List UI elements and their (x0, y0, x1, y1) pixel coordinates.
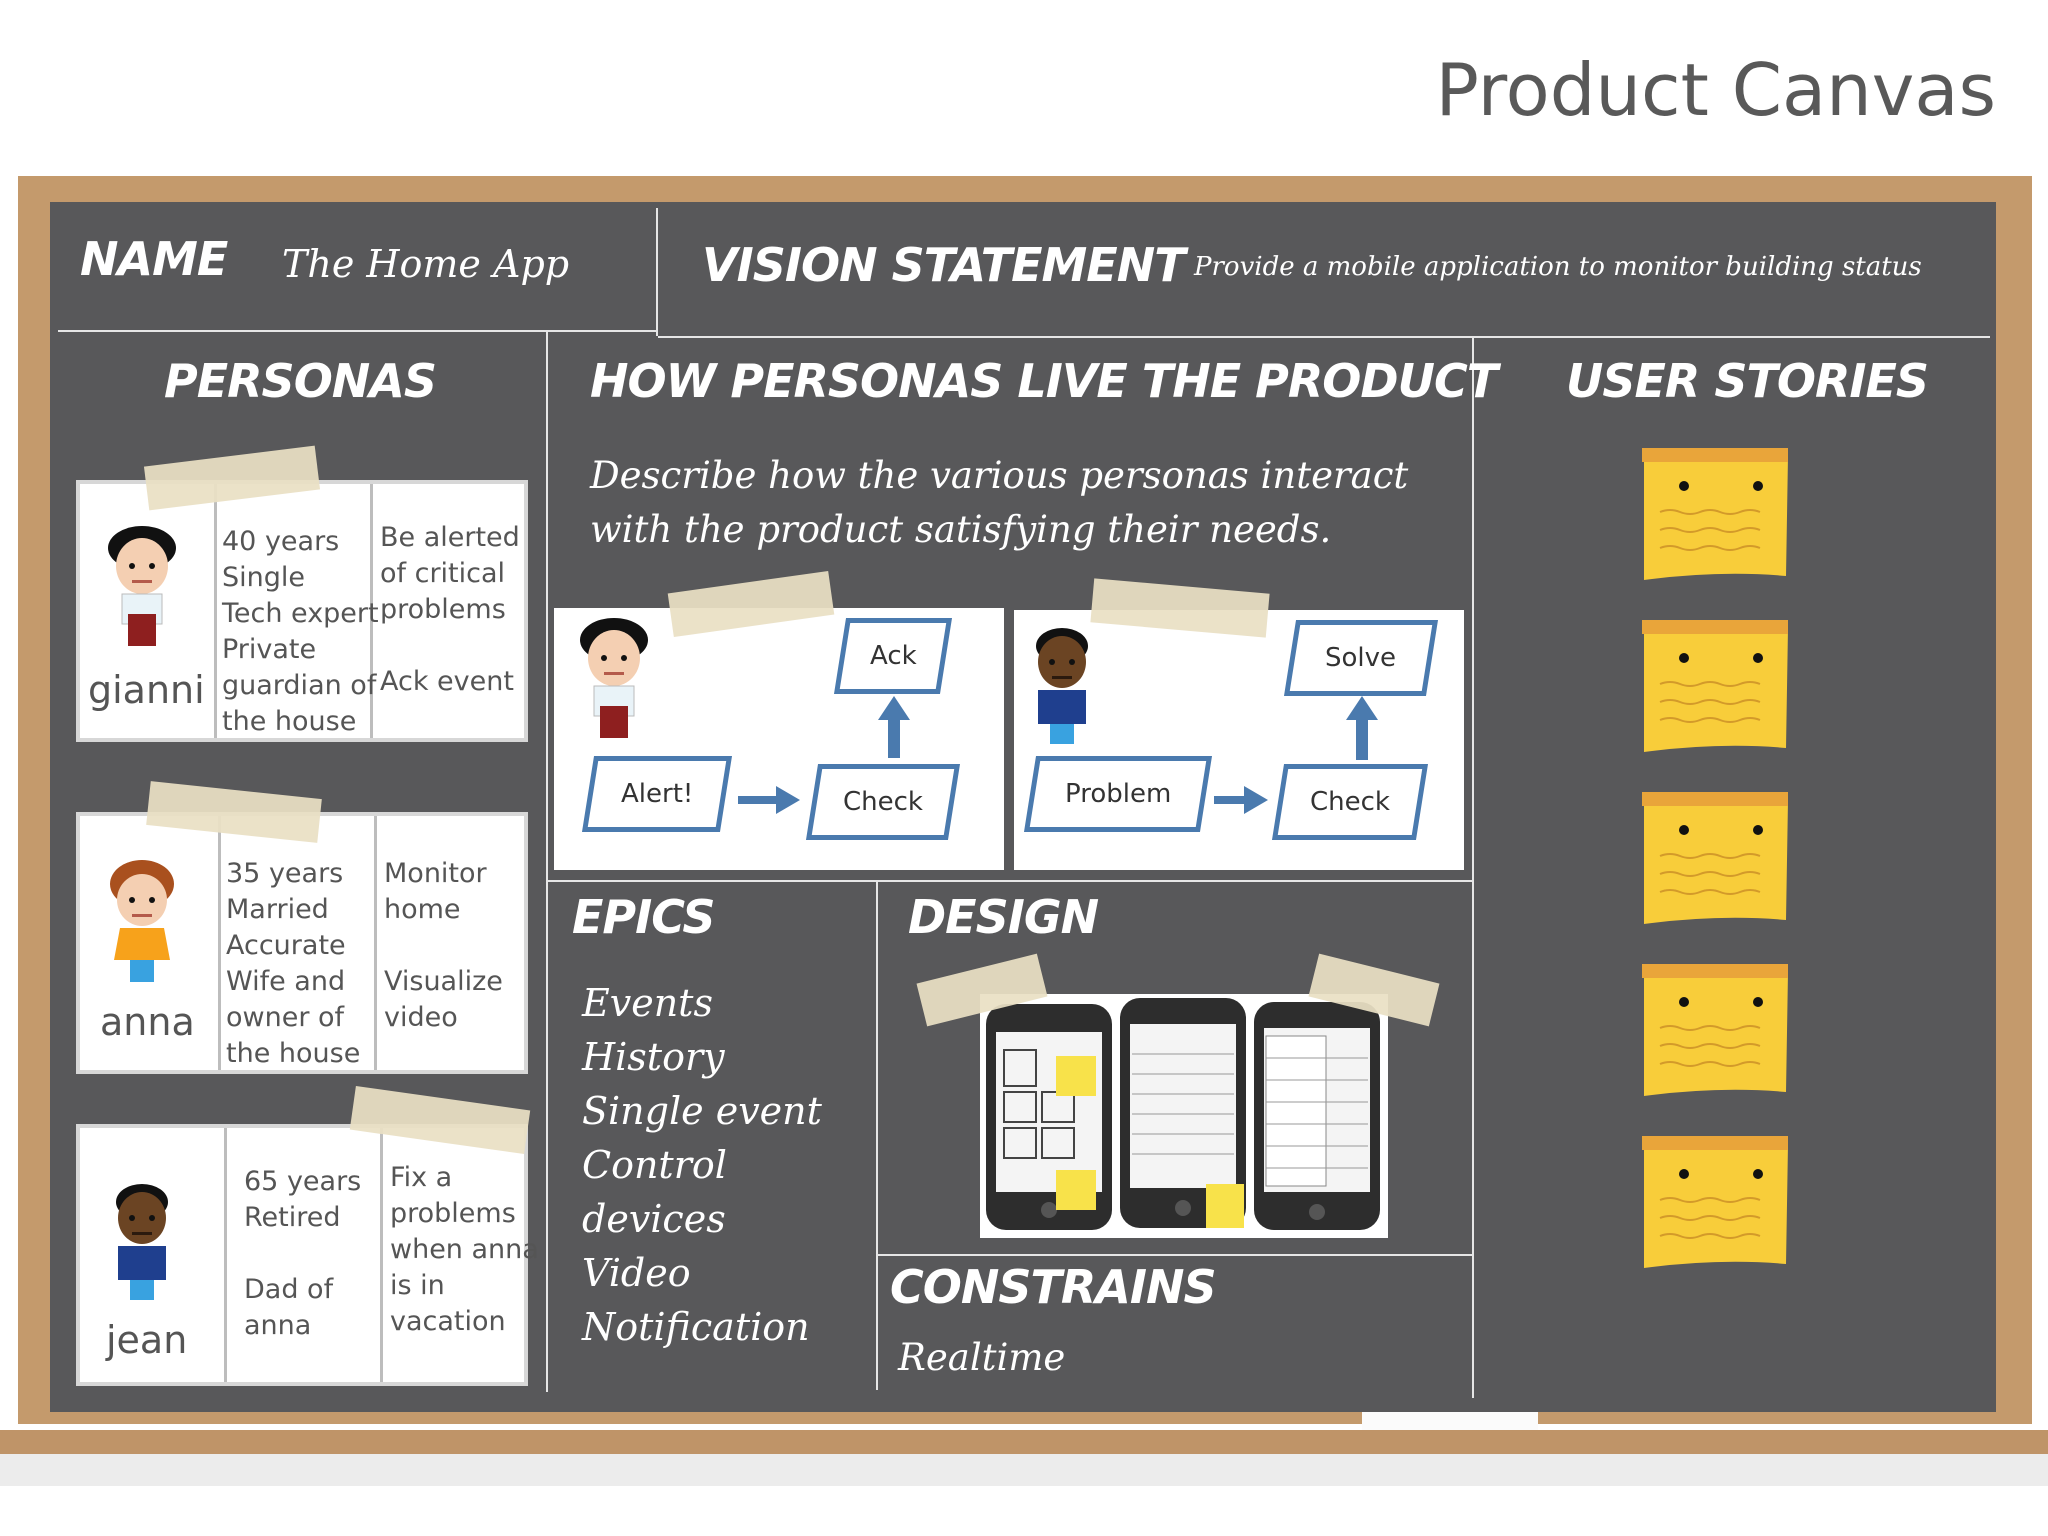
persona-avatar-gianni (108, 526, 176, 646)
divider-epics-design (876, 882, 878, 1390)
epic-item: Events (582, 981, 713, 1025)
divider-header-right (658, 336, 1990, 338)
page-title: Product Canvas (1435, 48, 1996, 132)
user-story-sticky-note (1640, 448, 1790, 582)
persona-details-gianni: 40 years Single Tech expert Private guar… (222, 526, 379, 737)
chalkboard: NAME The Home App VISION STATEMENT Provi… (50, 202, 1996, 1412)
persona-card-anna: anna 35 years Married Accurate Wife and … (76, 812, 528, 1074)
design-mockup-image (980, 994, 1388, 1238)
persona-column-divider (224, 1128, 227, 1382)
flow-avatar-gianni (580, 618, 648, 738)
flow-arrows (738, 696, 910, 814)
vision-value: Provide a mobile application to monitor … (1194, 252, 1922, 282)
ledge-shadow (0, 1454, 2048, 1486)
how-description-line-1: Describe how the various personas intera… (590, 454, 1409, 497)
epic-item: History (582, 1035, 725, 1079)
epic-item: Video (582, 1251, 691, 1295)
divider-header-left (58, 330, 658, 332)
user-story-sticky-note (1640, 1136, 1790, 1270)
flow-diagram-gianni: Alert! Check Ack (554, 608, 1004, 870)
name-label: NAME (80, 232, 228, 286)
divider-stories (1472, 336, 1474, 1398)
epics-list: Events History Single event Control devi… (582, 976, 822, 1354)
persona-needs-anna: Monitor home Visualize video (384, 858, 503, 1033)
epic-item: Notification (582, 1305, 810, 1349)
persona-name-jean: jean (106, 1318, 188, 1362)
divider-personas (546, 332, 548, 1392)
persona-card-gianni: gianni 40 years Single Tech expert Priva… (76, 480, 528, 742)
persona-column-divider (218, 816, 221, 1070)
constrains-value: Realtime (898, 1336, 1066, 1379)
persona-name-gianni: gianni (88, 668, 205, 712)
persona-needs-jean: Fix a problems when anna is in vacation (390, 1162, 539, 1337)
epic-item: Single event (582, 1089, 822, 1133)
persona-details-anna: 35 years Married Accurate Wife and owner… (226, 858, 361, 1069)
persona-column-divider (380, 1128, 383, 1382)
personas-heading: PERSONAS (164, 354, 437, 408)
persona-name-anna: anna (100, 1000, 195, 1044)
flow-arrows (1214, 696, 1378, 814)
divider-design-constrains (876, 1254, 1472, 1256)
user-story-sticky-note (1640, 792, 1790, 926)
persona-card-jean: jean 65 years Retired Dad of anna Fix a … (76, 1124, 539, 1386)
phone-mockups (986, 998, 1380, 1230)
persona-column-divider (214, 484, 217, 738)
flow-avatar-jean (1036, 628, 1088, 744)
design-heading: DESIGN (908, 890, 1099, 944)
persona-needs-gianni: Be alerted of critical problems Ack even… (380, 522, 520, 697)
persona-details-jean: 65 years Retired Dad of anna (244, 1166, 362, 1341)
divider-name-vision (656, 208, 658, 336)
persona-column-divider (374, 816, 377, 1070)
persona-avatar-jean (116, 1184, 168, 1300)
user-story-sticky-note (1640, 620, 1790, 754)
persona-column-divider (370, 484, 373, 738)
constrains-heading: CONSTRAINS (890, 1260, 1217, 1314)
user-story-sticky-note (1640, 964, 1790, 1098)
how-description-line-2: with the product satisfying their needs. (590, 508, 1332, 551)
divider-how-bottom (546, 880, 1472, 882)
persona-avatar-anna (110, 860, 174, 982)
chalk-ledge (0, 1430, 2048, 1454)
flow-diagram-jean: Problem Check Solve (1014, 610, 1464, 870)
user-stories-heading: USER STORIES (1566, 354, 1929, 408)
epics-heading: EPICS (572, 890, 716, 944)
how-heading: HOW PERSONAS LIVE THE PRODUCT (590, 354, 1498, 408)
chalk-piece (1362, 1410, 1538, 1430)
vision-label: VISION STATEMENT (702, 238, 1186, 292)
name-value: The Home App (282, 242, 570, 286)
epic-item: Control (582, 1143, 727, 1187)
epic-item: devices (582, 1197, 726, 1241)
